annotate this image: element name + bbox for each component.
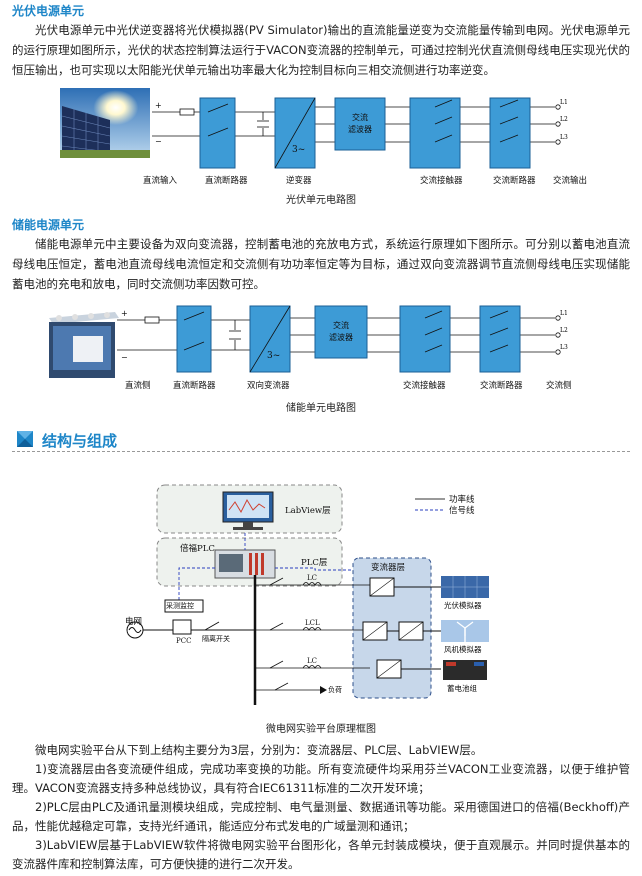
svg-text:−: −	[121, 353, 128, 362]
battery-bank-label: 蓄电池组	[447, 684, 477, 693]
structure-paragraph-converter: 1)变流器层由各变流硬件组成，完成功率变换的功能。所有变流硬件均采用芬兰VACO…	[12, 762, 630, 795]
measure-label: 采测监控	[166, 602, 194, 610]
storage-label-ac-breaker: 交流断路器	[480, 381, 523, 391]
storage-line-label-l2: L2	[560, 327, 568, 334]
converter-wind-1	[362, 621, 388, 641]
pv-simulator-icon	[441, 576, 489, 598]
pv-label-dc-breaker: 直流断路器	[205, 176, 248, 186]
pv-section-body: 光伏电源单元中光伏逆变器将光伏模拟器(PV Simulator)输出的直流能量逆…	[12, 20, 630, 80]
labview-layer-label: LabView层	[285, 506, 331, 516]
pv-circuit-svg: + − 3~ 交流 滤波器 L1 L2	[60, 88, 568, 169]
lc-label-2: LC	[307, 657, 318, 665]
pv-label-ac-breaker: 交流断路器	[493, 176, 536, 186]
storage-label-dc-side: 直流侧	[125, 381, 151, 391]
storage-circuit-diagram: + − 3~ 交流 滤波器 L1 L2 L3	[45, 302, 590, 392]
pv-circuit-diagram: + − 3~ 交流 滤波器 L1 L2	[60, 86, 580, 206]
grid-label: 电网	[125, 617, 143, 627]
converter-battery	[376, 659, 402, 679]
svg-text:交流: 交流	[352, 112, 368, 122]
monitor-icon	[222, 491, 274, 530]
converter-layer-label: 变流器层	[371, 563, 406, 573]
storage-filter-block: 交流 滤波器	[314, 305, 368, 359]
pv-label-ac-contactor: 交流接触器	[420, 176, 463, 186]
storage-bidirectional-converter-block: 3~	[249, 305, 291, 373]
storage-caption: 储能单元电路图	[286, 403, 356, 414]
svg-text:滤波器: 滤波器	[329, 332, 353, 342]
svg-text:+: +	[155, 101, 162, 110]
microgrid-caption: 微电网实验平台原理框图	[266, 724, 376, 735]
lcl-label: LCL	[305, 619, 320, 627]
svg-text:−: −	[155, 137, 162, 146]
storage-body-text: 储能电源单元中主要设备为双向变流器，控制蓄电池的充放电方式，系统运行原理如下图所…	[12, 237, 630, 291]
svg-text:+: +	[121, 309, 128, 318]
battery-image	[49, 312, 119, 378]
pv-simulator-label: 光伏模拟器	[444, 601, 482, 610]
battery-bank-icon	[443, 660, 487, 680]
pv-label-ac-output: 交流输出	[553, 176, 588, 186]
microgrid-diagram	[115, 480, 535, 710]
converter-wind-2	[398, 621, 424, 641]
plc-layer-label: PLC层	[301, 558, 328, 568]
plc-device-label: 倍福PLC	[180, 544, 215, 554]
structure-heading: 结构与组成	[42, 432, 118, 450]
lc-label-1: LC	[307, 574, 318, 582]
structure-paragraph-labview: 3)LabVIEW层基于LabVIEW软件将微电网实验平台图形化，各单元封装成模…	[12, 838, 630, 871]
pv-section-title: 光伏电源单元	[12, 4, 85, 18]
line-label-l3: L3	[560, 134, 568, 141]
svg-text:交流: 交流	[333, 320, 349, 330]
structure-description: 微电网实验平台从下到上结构主要分为3层，分别为：变流器层、PLC层、LabVIE…	[12, 741, 630, 874]
svg-text:滤波器: 滤波器	[348, 124, 372, 134]
pv-caption: 光伏单元电路图	[286, 195, 356, 206]
legend-signal-label: 信号线	[449, 506, 475, 516]
storage-label-ac-side: 交流侧	[546, 381, 572, 391]
grid-source-icon	[126, 621, 144, 639]
storage-section-title: 储能电源单元	[12, 218, 85, 232]
pcc-transformer	[172, 619, 192, 635]
pv-ac-contactor-block	[409, 97, 461, 169]
storage-circuit-svg: + − 3~ 交流 滤波器 L1 L2 L3	[49, 305, 568, 378]
pv-label-inverter: 逆变器	[286, 176, 312, 186]
storage-label-dc-breaker: 直流断路器	[173, 381, 216, 391]
plc-device-icon	[214, 549, 276, 579]
pv-ac-breaker-block	[489, 97, 531, 169]
pv-dc-breaker-block	[199, 97, 236, 169]
storage-line-label-l3: L3	[560, 344, 568, 351]
load-label: 负荷	[328, 686, 342, 694]
storage-ac-breaker-block	[479, 305, 521, 373]
structure-paragraph-plc: 2)PLC层由PLC及通讯量测模块组成，完成控制、电气量测量、数据通讯等功能。采…	[12, 800, 630, 833]
legend-power-label: 功率线	[449, 495, 475, 505]
storage-line-label-l1: L1	[560, 310, 568, 317]
converter-pv	[369, 577, 395, 597]
line-label-l2: L2	[560, 116, 568, 123]
svg-text:3~: 3~	[292, 145, 305, 155]
pcc-label: PCC	[176, 637, 192, 645]
pv-body-text: 光伏电源单元中光伏逆变器将光伏模拟器(PV Simulator)输出的直流能量逆…	[12, 23, 630, 77]
storage-label-converter: 双向变流器	[247, 381, 290, 391]
structure-heading-icon	[16, 430, 34, 448]
line-label-l1: L1	[560, 99, 568, 106]
solar-panel-image	[60, 88, 150, 158]
wind-simulator-label: 风机模拟器	[444, 645, 482, 654]
pv-filter-block: 交流 滤波器	[334, 97, 386, 151]
structure-paragraph-intro: 微电网实验平台从下到上结构主要分为3层，分别为：变流器层、PLC层、LabVIE…	[35, 743, 483, 757]
microgrid-diagram-svg	[126, 484, 489, 705]
storage-label-ac-contactor: 交流接触器	[403, 381, 446, 391]
switch-label: 隔离开关	[202, 635, 230, 643]
measure-box	[164, 599, 204, 613]
wind-simulator-icon	[441, 620, 489, 642]
storage-ac-contactor-block	[399, 305, 451, 373]
storage-section-body: 储能电源单元中主要设备为双向变流器，控制蓄电池的充放电方式，系统运行原理如下图所…	[12, 234, 630, 294]
pv-inverter-block: 3~	[274, 97, 316, 169]
svg-text:3~: 3~	[267, 351, 280, 361]
pv-label-dc-input: 直流输入	[143, 176, 178, 186]
storage-dc-breaker-block	[176, 305, 212, 373]
heading-divider	[12, 451, 630, 452]
